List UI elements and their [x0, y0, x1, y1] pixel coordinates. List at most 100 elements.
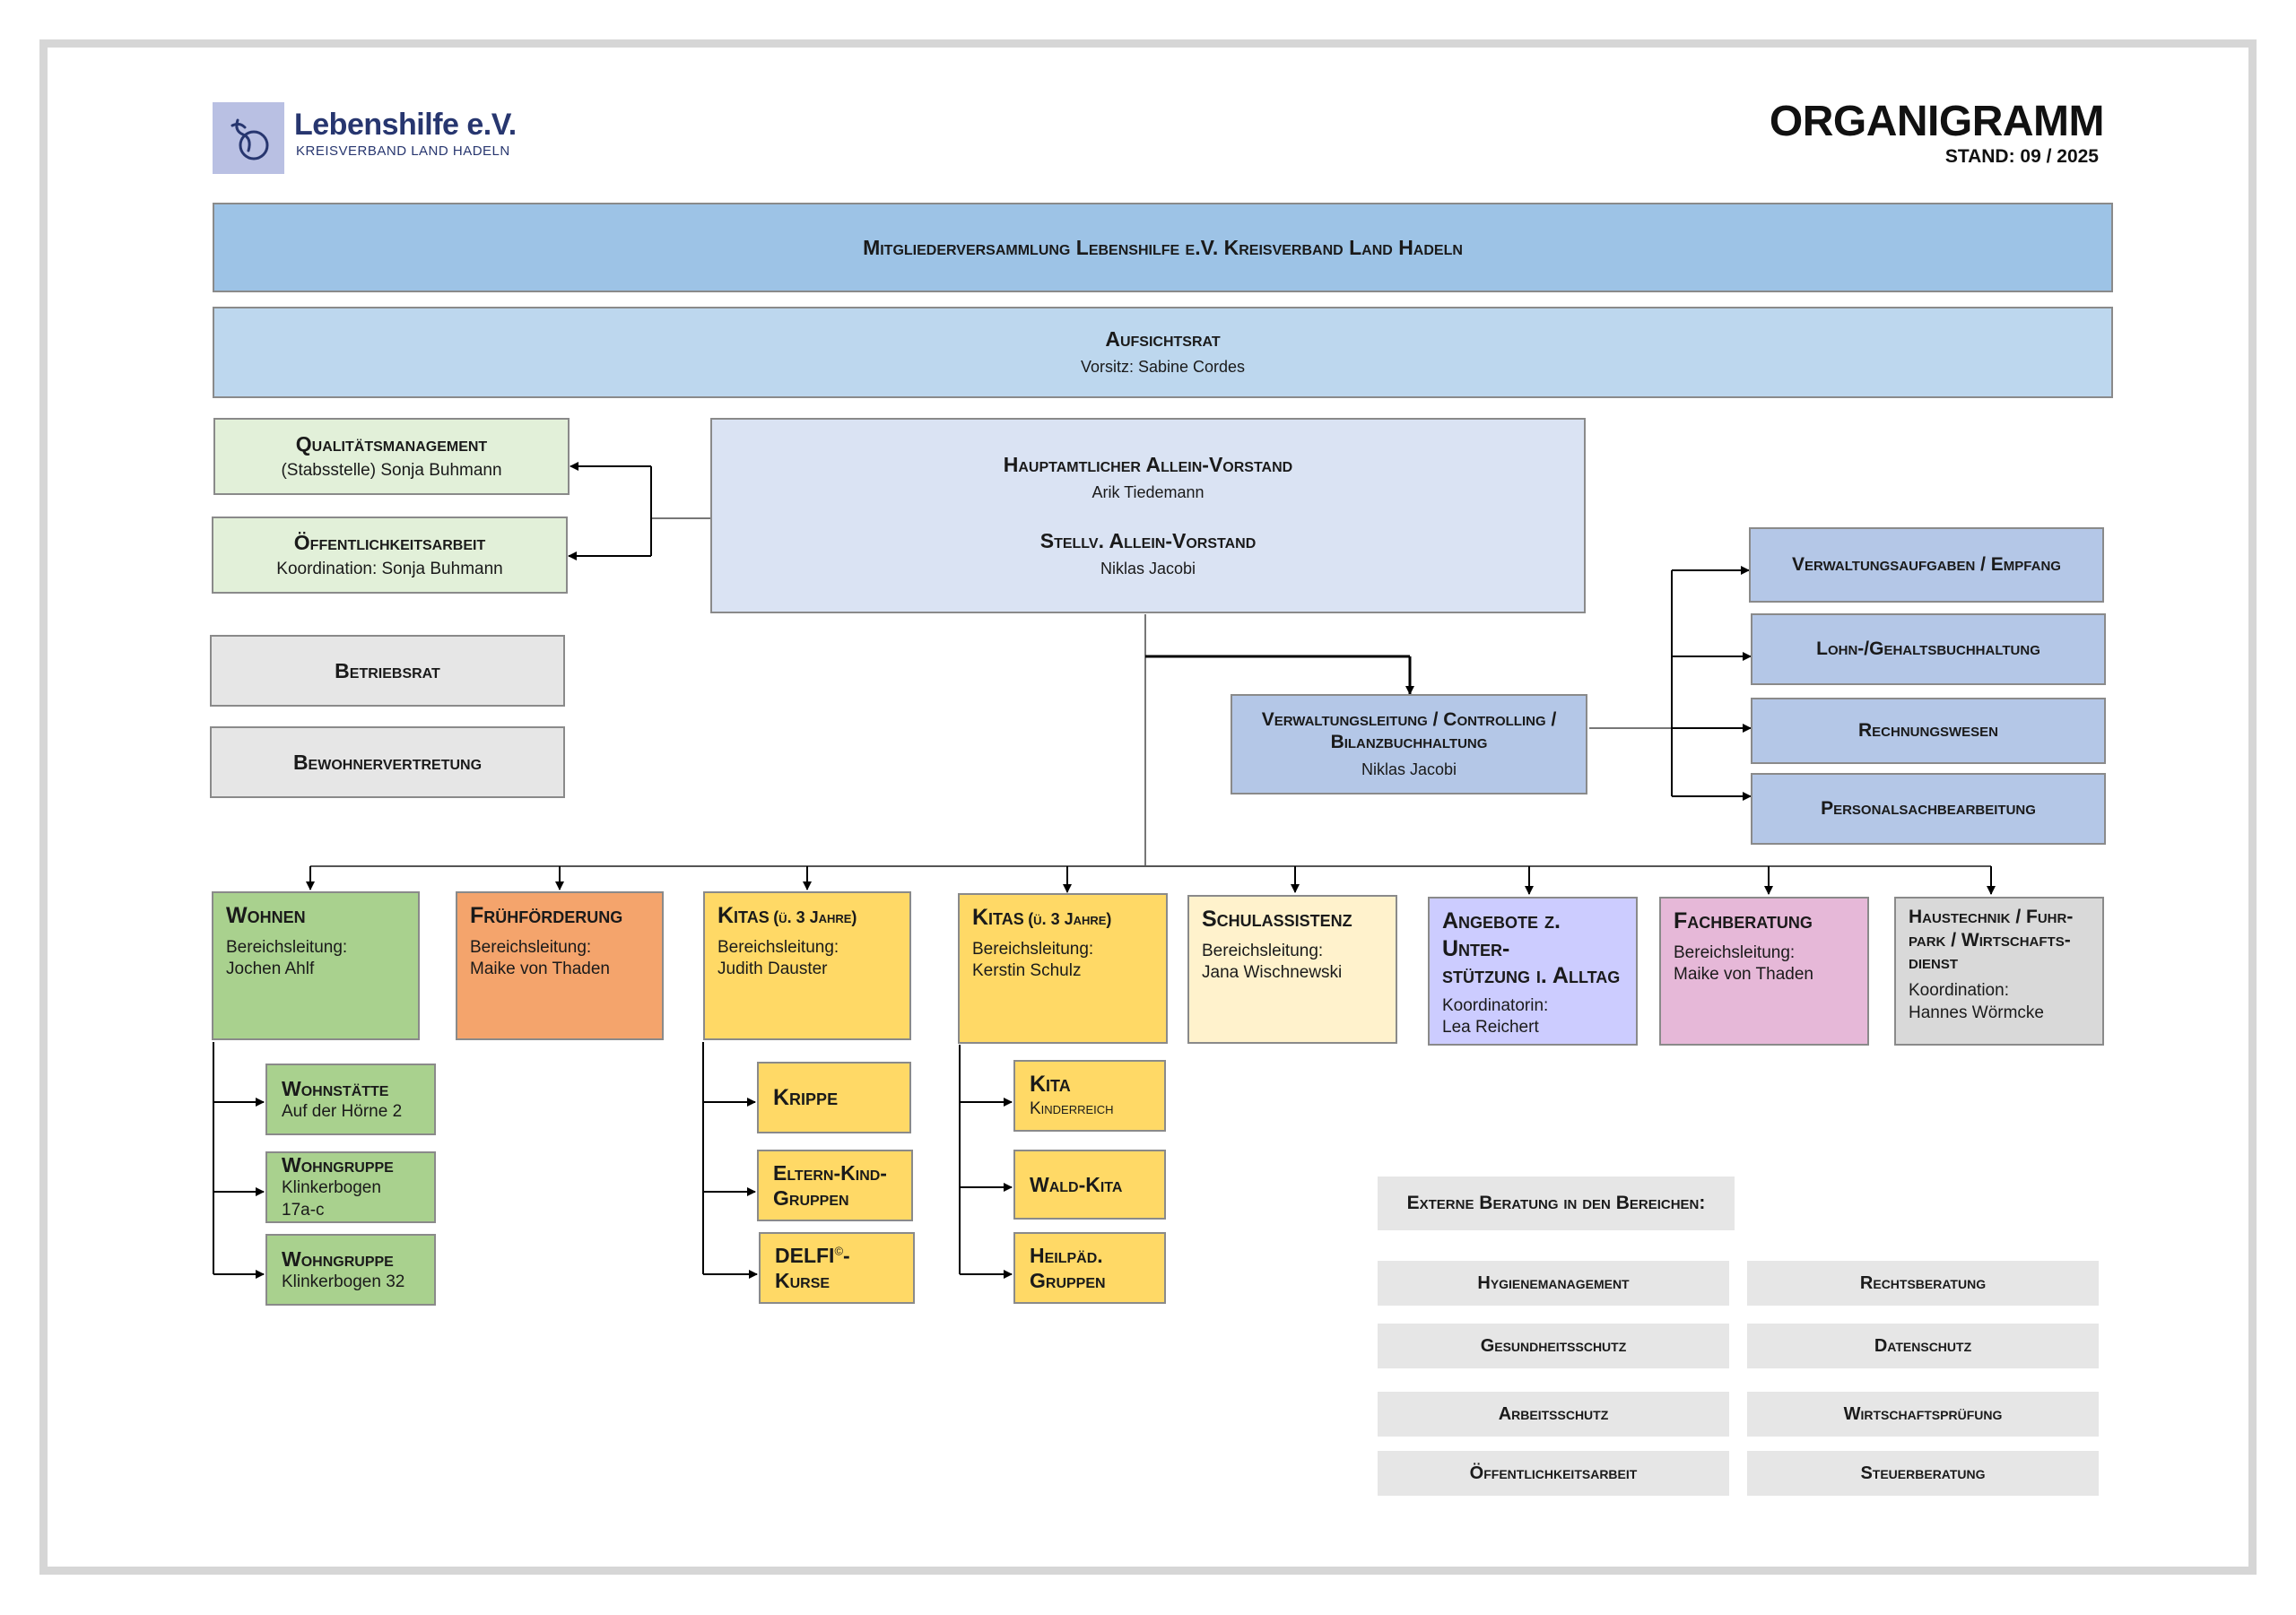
kitas-u3-title: Kitas (ü. 3 Jahre) — [972, 904, 1111, 932]
bereich-kitas-ue3-box: Kitas (ü. 3 Jahre) Bereichsleitung: Judi… — [703, 891, 911, 1040]
externe-beratung-heading-box: Externe Beratung in den Bereichen: — [1378, 1177, 1735, 1230]
extern-oeffentlichkeitsarbeit-label: Öffentlichkeitsarbeit — [1469, 1463, 1638, 1483]
wohnen-lead-name: Jochen Ahlf — [226, 959, 315, 979]
angebote-title-line1: Angebote z. Unter- — [1442, 908, 1561, 961]
angebote-lead-label: Koordinatorin: — [1442, 995, 1549, 1015]
bereich-fachberatung-box: Fachberatung Bereichsleitung: Maike von … — [1659, 897, 1869, 1046]
extern-arbeitsschutz: Arbeitsschutz — [1378, 1392, 1729, 1437]
angebote-title-line2: stützung i. Alltag — [1442, 963, 1621, 988]
wohngruppe-17-address: Klinkerbogen 17a-c — [282, 1178, 381, 1220]
wald-kita-label: Wald-Kita — [1030, 1172, 1123, 1196]
bereich-wohnen-box: Wohnen Bereichsleitung: Jochen Ahlf — [212, 891, 420, 1040]
logo-subtitle: KREISVERBAND LAND HADELN — [296, 143, 510, 159]
delfi-suffix: -Kurse — [775, 1243, 850, 1292]
kitas-ue3-lead-name: Judith Dauster — [718, 959, 828, 979]
betriebsrat-box: Betriebsrat — [210, 635, 565, 707]
stellv-vorstand-title: Stellv. Allein-Vorstand — [1039, 529, 1257, 552]
fruehfoerderung-lead-name: Maike von Thaden — [470, 959, 610, 979]
rechnungswesen-label: Rechnungswesen — [1857, 720, 1998, 742]
kitas-ue3-title-main: Kitas — [718, 903, 770, 928]
externe-beratung-heading: Externe Beratung in den Bereichen: — [1406, 1193, 1706, 1214]
oeffentlichkeitsarbeit-title: Öffentlichkeitsarbeit — [293, 530, 486, 554]
page-title: ORGANIGRAMM — [1769, 98, 2105, 145]
verwaltungsaufgaben-label: Verwaltungsaufgaben / Empfang — [1792, 554, 2061, 576]
personalsachbearbeitung-label: Personalsachbearbeitung — [1821, 798, 2036, 820]
extern-rechtsberatung-label: Rechtsberatung — [1859, 1272, 1987, 1293]
stellv-vorstand-name: Niklas Jacobi — [1100, 560, 1196, 578]
haustechnik-lead-name: Hannes Wörmcke — [1909, 1003, 2044, 1022]
heilpaed-gruppen-box: Heilpäd. Gruppen — [1013, 1232, 1166, 1304]
bereich-kitas-u3-box: Kitas (ü. 3 Jahre) Bereichsleitung: Kers… — [958, 893, 1168, 1044]
wohngruppe-32-title: Wohngruppe — [282, 1246, 394, 1271]
delfi-copyright-mark: © — [834, 1244, 844, 1258]
personalsachbearbeitung-box: Personalsachbearbeitung — [1751, 773, 2106, 845]
extern-wirtschaftspruefung-label: Wirtschaftsprüfung — [1843, 1403, 2003, 1424]
qualitaetsmanagement-box: Qualitätsmanagement (Stabsstelle) Sonja … — [213, 418, 570, 495]
wohnen-lead-label: Bereichsleitung: — [226, 937, 348, 957]
schulassistenz-lead-label: Bereichsleitung: — [1202, 941, 1324, 960]
mitgliederversammlung-label: Mitgliederversammlung Lebenshilfe e.V. K… — [863, 235, 1463, 259]
haustechnik-title-line1: Haustechnik / Fuhr- — [1909, 907, 2074, 927]
wohngruppe-17-box: Wohngruppe Klinkerbogen 17a-c — [265, 1151, 436, 1223]
haustechnik-lead-label: Koordination: — [1909, 980, 2009, 1000]
bereich-fruehfoerderung-box: Frühförderung Bereichsleitung: Maike von… — [456, 891, 664, 1040]
bewohnervertretung-box: Bewohnervertretung — [210, 726, 565, 798]
delfi-kurse-box: DELFI©-Kurse — [759, 1232, 915, 1304]
lohnbuchhaltung-box: Lohn-/Gehaltsbuchhaltung — [1751, 613, 2106, 685]
aufsichtsrat-box: Aufsichtsrat Vorsitz: Sabine Cordes — [213, 307, 2113, 398]
wohngruppe-32-address: Klinkerbogen 32 — [282, 1272, 405, 1291]
extern-steuerberatung-label: Steuerberatung — [1860, 1463, 1986, 1483]
haustechnik-title-line2: park / Wirtschafts- — [1909, 929, 2071, 951]
oeffentlichkeitsarbeit-box: Öffentlichkeitsarbeit Koordination: Sonj… — [212, 517, 568, 594]
extern-rechtsberatung: Rechtsberatung — [1747, 1261, 2099, 1306]
vorstand-title: Hauptamtlicher Allein-Vorstand — [1003, 452, 1293, 476]
extern-gesundheitsschutz: Gesundheitsschutz — [1378, 1324, 1729, 1368]
extern-gesundheitsschutz-label: Gesundheitsschutz — [1480, 1335, 1627, 1356]
vorstand-box: Hauptamtlicher Allein-Vorstand Arik Tied… — [710, 418, 1586, 613]
extern-arbeitsschutz-label: Arbeitsschutz — [1498, 1403, 1609, 1424]
aufsichtsrat-title: Aufsichtsrat — [1105, 327, 1221, 352]
lohnbuchhaltung-label: Lohn-/Gehaltsbuchhaltung — [1816, 638, 2040, 660]
bereich-schulassistenz-box: Schulassistenz Bereichsleitung: Jana Wis… — [1187, 895, 1397, 1044]
verwaltungsaufgaben-box: Verwaltungsaufgaben / Empfang — [1749, 527, 2104, 603]
aufsichtsrat-chair: Vorsitz: Sabine Cordes — [1080, 358, 1246, 377]
angebote-lead-name: Lea Reichert — [1442, 1018, 1539, 1038]
page-frame — [39, 39, 2257, 1575]
extern-datenschutz: Datenschutz — [1747, 1324, 2099, 1368]
wohnstaette-box: Wohnstätte Auf der Hörne 2 — [265, 1064, 436, 1135]
haustechnik-title-line3: dienst — [1909, 952, 1959, 974]
wohnen-title: Wohnen — [226, 903, 306, 928]
kitas-ue3-lead-label: Bereichsleitung: — [718, 937, 839, 957]
delfi-kurse-label: DELFI©-Kurse — [775, 1243, 899, 1293]
mitgliederversammlung-box: Mitgliederversammlung Lebenshilfe e.V. K… — [213, 203, 2113, 292]
kitas-ue3-title-suffix: (ü. 3 Jahre) — [773, 908, 857, 926]
delfi-name: DELFI — [775, 1243, 835, 1267]
wohngruppe-17-title: Wohngruppe — [282, 1153, 394, 1177]
kitas-u3-lead-name: Kerstin Schulz — [972, 961, 1082, 981]
verwaltungsleitung-name: Niklas Jacobi — [1361, 760, 1457, 778]
logo-name: Lebenshilfe e.V. — [294, 108, 517, 142]
kitas-u3-lead-label: Bereichsleitung: — [972, 939, 1094, 959]
fachberatung-lead-label: Bereichsleitung: — [1674, 942, 1796, 962]
heilpaed-line2: Gruppen — [1030, 1269, 1106, 1292]
verwaltungsleitung-box: Verwaltungsleitung / Controlling / Bilan… — [1231, 694, 1587, 794]
krippe-box: Krippe — [757, 1062, 911, 1133]
eltern-kind-gruppen-box: Eltern-Kind- Gruppen — [757, 1150, 913, 1221]
schulassistenz-lead-name: Jana Wischnewski — [1202, 963, 1343, 983]
bereich-angebote-box: Angebote z. Unter- stützung i. Alltag Ko… — [1428, 897, 1638, 1046]
kinderreich-label: Kinderreich — [1030, 1098, 1114, 1118]
fruehfoerderung-title: Frühförderung — [470, 903, 623, 928]
fachberatung-lead-name: Maike von Thaden — [1674, 965, 1813, 985]
vorstand-name: Arik Tiedemann — [1091, 482, 1205, 501]
extern-wirtschaftspruefung: Wirtschaftsprüfung — [1747, 1392, 2099, 1437]
wohngruppe-32-box: Wohngruppe Klinkerbogen 32 — [265, 1234, 436, 1306]
qualitaetsmanagement-title: Qualitätsmanagement — [295, 431, 488, 456]
extern-oeffentlichkeitsarbeit: Öffentlichkeitsarbeit — [1378, 1451, 1729, 1496]
kita-label: Kita — [1030, 1072, 1071, 1098]
extern-hygienemanagement-label: Hygienemanagement — [1477, 1272, 1630, 1293]
bewohnervertretung-label: Bewohnervertretung — [292, 750, 483, 774]
kita-kinderreich-box: Kita Kinderreich — [1013, 1060, 1166, 1132]
stand-date: STAND: 09 / 2025 — [1944, 146, 2099, 167]
wohnstaette-title: Wohnstätte — [282, 1076, 389, 1100]
